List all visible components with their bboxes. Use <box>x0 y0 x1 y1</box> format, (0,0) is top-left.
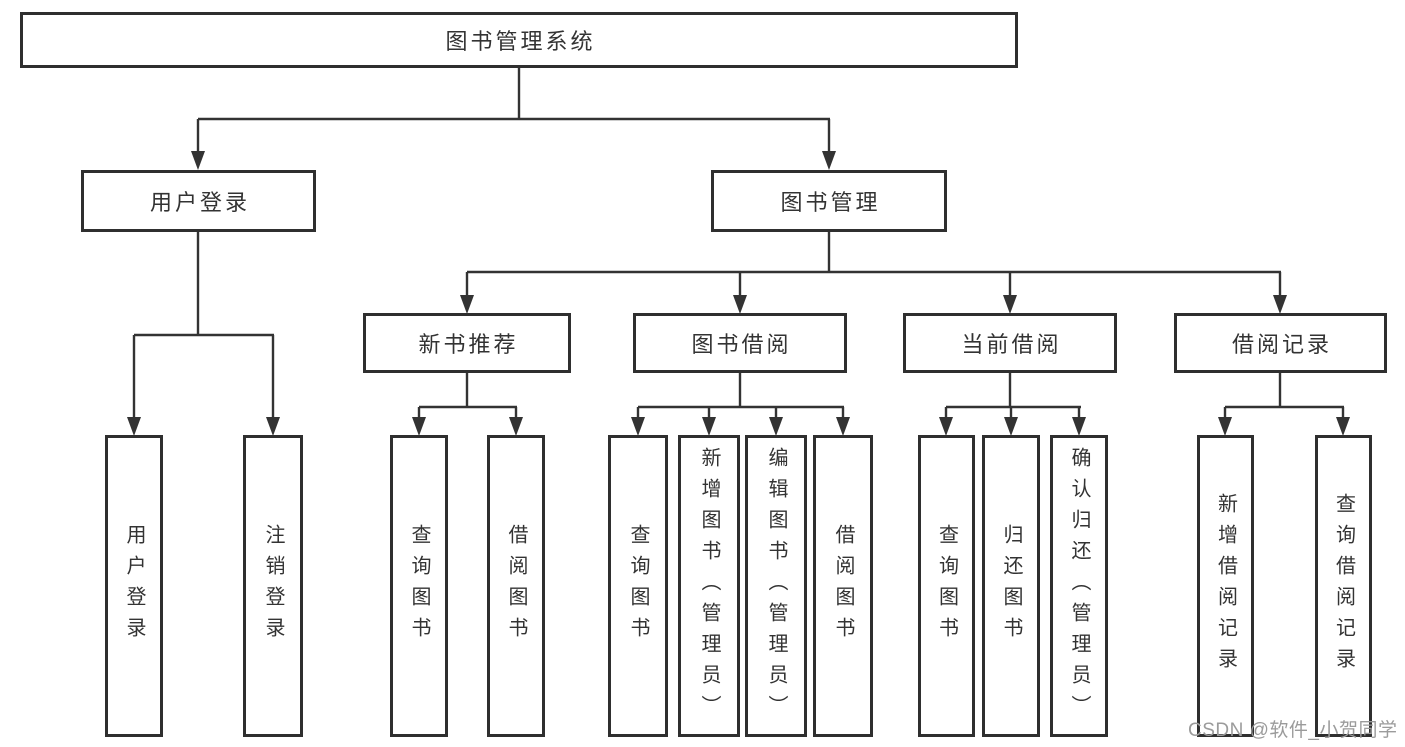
leaf-user-login: 用户登录 <box>105 435 163 737</box>
node-book-borrowing: 图书借阅 <box>633 313 847 373</box>
node-label: 新增图书（管理员） <box>698 446 720 726</box>
node-user-login: 用户登录 <box>81 170 316 232</box>
node-label: 确认归还（管理员） <box>1068 446 1090 726</box>
node-label: 当前借阅 <box>961 332 1062 357</box>
node-label: 图书借阅 <box>691 332 792 357</box>
node-new-book-recommend: 新书推荐 <box>363 313 571 373</box>
leaf-borrow-books-borrowing: 借阅图书 <box>813 435 873 737</box>
leaf-add-borrow-record: 新增借阅记录 <box>1197 435 1254 737</box>
node-label: 借阅图书 <box>505 524 527 648</box>
leaf-logout: 注销登录 <box>243 435 303 737</box>
node-current-borrowing: 当前借阅 <box>903 313 1117 373</box>
node-borrowing-records: 借阅记录 <box>1174 313 1387 373</box>
node-label: 用户登录 <box>149 190 250 215</box>
node-label: 查询图书 <box>408 524 430 648</box>
node-book-management: 图书管理 <box>711 170 947 232</box>
node-label: 注销登录 <box>262 524 284 648</box>
node-label: 查询图书 <box>627 524 649 648</box>
csdn-watermark: CSDN @软件_小贺同学 <box>1188 720 1398 741</box>
node-label: 查询借阅记录 <box>1332 493 1355 679</box>
node-book-management-system: 图书管理系统 <box>20 12 1018 68</box>
leaf-query-books-borrowing: 查询图书 <box>608 435 668 737</box>
node-label: 用户登录 <box>123 524 145 648</box>
node-label: 查询图书 <box>935 524 958 648</box>
leaf-query-borrow-record: 查询借阅记录 <box>1315 435 1372 737</box>
leaf-borrow-books-recommend: 借阅图书 <box>487 435 545 737</box>
leaf-edit-book-admin: 编辑图书（管理员） <box>745 435 807 737</box>
node-label: 借阅图书 <box>832 524 854 648</box>
leaf-query-books-recommend: 查询图书 <box>390 435 448 737</box>
node-label: 编辑图书（管理员） <box>765 446 787 726</box>
node-label: 图书管理系统 <box>445 29 596 54</box>
leaf-add-book-admin: 新增图书（管理员） <box>678 435 740 737</box>
node-label: 图书管理 <box>780 190 881 215</box>
leaf-return-books: 归还图书 <box>982 435 1040 737</box>
node-label: 新书推荐 <box>418 332 519 357</box>
leaf-confirm-return-admin: 确认归还（管理员） <box>1050 435 1108 737</box>
node-label: 归还图书 <box>1000 524 1022 648</box>
leaf-query-books-current: 查询图书 <box>918 435 975 737</box>
node-label: 借阅记录 <box>1231 332 1332 357</box>
node-label: 新增借阅记录 <box>1214 493 1237 679</box>
